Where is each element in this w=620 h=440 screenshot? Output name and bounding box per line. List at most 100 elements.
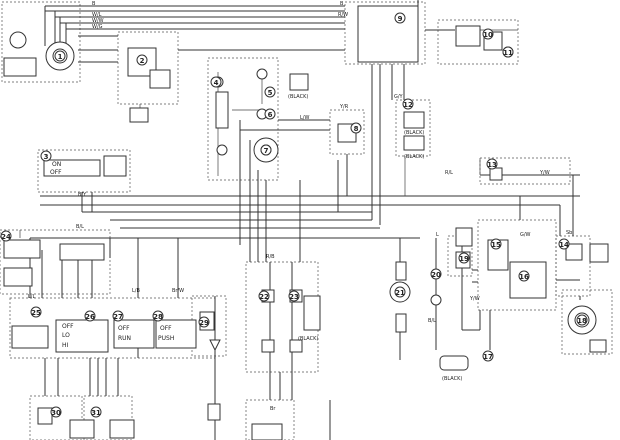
callout-8: 8: [350, 122, 362, 134]
callout-20: 20: [430, 268, 442, 280]
callout-29: 29: [198, 316, 210, 328]
sw28-push: PUSH: [158, 335, 174, 342]
sw26-off: OFF: [62, 323, 74, 330]
wire-label-yw2: Y/W: [469, 296, 480, 302]
start-switch-28: [155, 319, 197, 349]
fuse-5: [256, 68, 268, 80]
svg-text:29: 29: [199, 319, 209, 327]
callout-9: 9: [394, 12, 406, 24]
light-switch-26: [55, 319, 109, 353]
wire-label-b2: B: [340, 1, 344, 7]
callout-7: 7: [260, 144, 272, 156]
svg-text:3: 3: [44, 153, 49, 161]
connector-notes: (BLACK) (BLACK) (BLACK) (BLACK) (BLACK): [288, 94, 462, 382]
relay-box-16: [509, 261, 547, 299]
callout-28: 28: [152, 310, 164, 322]
cdi-unit: [357, 5, 419, 63]
callout-19: 19: [458, 252, 470, 264]
svg-text:31: 31: [91, 409, 101, 417]
connector-12: [403, 111, 425, 129]
handlebar-connector-a: [3, 239, 41, 259]
wire-color-labels: B W/L W/W W/G B R/W L/W Y/R G/Y B/Y R/L …: [28, 1, 572, 412]
wire-label-lw: L/W: [300, 115, 309, 121]
svg-text:5: 5: [268, 89, 273, 97]
engine-stop-27: [113, 319, 155, 349]
sensor-17: [439, 355, 469, 371]
black-note-c: (BLACK): [404, 154, 424, 160]
sw26-lo: LO: [62, 332, 70, 339]
callout-30: 30: [50, 406, 62, 418]
wire-label-bl: B/L: [76, 224, 84, 230]
sw27-off: OFF: [118, 325, 130, 332]
callout-1: 1: [54, 50, 66, 62]
wire-label-l: L: [436, 232, 439, 238]
component-callouts: 1 2 3 4 5 6 7 8 9 10 11 12 13 14 15 16 1…: [0, 12, 588, 418]
callout-23: 23: [288, 290, 300, 302]
callout-13: 13: [486, 158, 498, 170]
sw3-on: ON: [52, 161, 61, 168]
callout-31: 31: [90, 406, 102, 418]
switch-positions: ON OFF OFF LO HI OFF RUN OFF PUSH: [50, 161, 174, 349]
svg-text:1: 1: [58, 53, 63, 61]
thermo-unit: [455, 227, 473, 247]
callout-24: 24: [0, 230, 12, 242]
callout-15: 15: [490, 238, 502, 250]
wire-label-gy: G/Y: [394, 94, 404, 100]
svg-text:26: 26: [85, 313, 95, 321]
svg-text:17: 17: [483, 353, 493, 361]
callout-3: 3: [40, 150, 52, 162]
svg-text:12: 12: [403, 101, 413, 109]
wire-label-rb: R/B: [266, 254, 275, 260]
wire-label-br: Br: [270, 406, 276, 412]
connector-lower-b: [109, 419, 135, 439]
callout-2: 2: [136, 54, 148, 66]
wire-label-bl2: B/L: [428, 318, 436, 324]
wire-harness: [29, 0, 581, 440]
svg-text:24: 24: [1, 233, 11, 241]
svg-text:10: 10: [483, 31, 493, 39]
stator-connector: [9, 31, 27, 49]
svg-text:23: 23: [289, 293, 299, 301]
black-note-d: (BLACK): [298, 336, 318, 342]
callout-17: 17: [482, 350, 494, 362]
sw27-run: RUN: [118, 335, 131, 342]
wire-label-lb: L/B: [132, 288, 140, 294]
svg-text:27: 27: [113, 313, 123, 321]
svg-text:15: 15: [491, 241, 501, 249]
svg-text:18: 18: [577, 317, 587, 325]
wire-label-brw: Br/W: [172, 288, 184, 294]
svg-text:9: 9: [398, 15, 403, 23]
svg-text:7: 7: [264, 147, 269, 155]
secondary-traces: [19, 29, 518, 238]
svg-text:30: 30: [51, 409, 61, 417]
black-note-b: (BLACK): [404, 130, 424, 136]
svg-text:22: 22: [259, 293, 269, 301]
callout-26: 26: [84, 310, 96, 322]
connector-lower-a: [69, 419, 95, 439]
wire-label-b1: B: [92, 1, 96, 7]
svg-text:25: 25: [31, 309, 41, 317]
ignition-coil: [455, 25, 481, 47]
wire-label-gw: G/W: [520, 232, 531, 238]
callout-4: 4: [210, 76, 222, 88]
callout-22: 22: [258, 290, 270, 302]
wire-label-yw: Y/W: [539, 170, 550, 176]
callout-5: 5: [264, 86, 276, 98]
black-note-e: (BLACK): [442, 376, 462, 382]
svg-text:11: 11: [503, 49, 513, 57]
svg-text:6: 6: [268, 111, 273, 119]
callout-18: 18: [576, 314, 588, 326]
svg-text:20: 20: [431, 271, 441, 279]
sw26-hi: HI: [62, 342, 69, 349]
main-switch-block: [43, 159, 101, 177]
wire-label-wg: W/G: [92, 24, 103, 30]
components: [3, 5, 609, 440]
wire-label-sb: Sb: [566, 230, 572, 236]
fuse-13: [489, 167, 503, 181]
svg-text:14: 14: [559, 241, 569, 249]
callout-21: 21: [394, 286, 406, 298]
callout-10: 10: [482, 28, 494, 40]
wire-label-ww: W/W: [92, 18, 104, 24]
